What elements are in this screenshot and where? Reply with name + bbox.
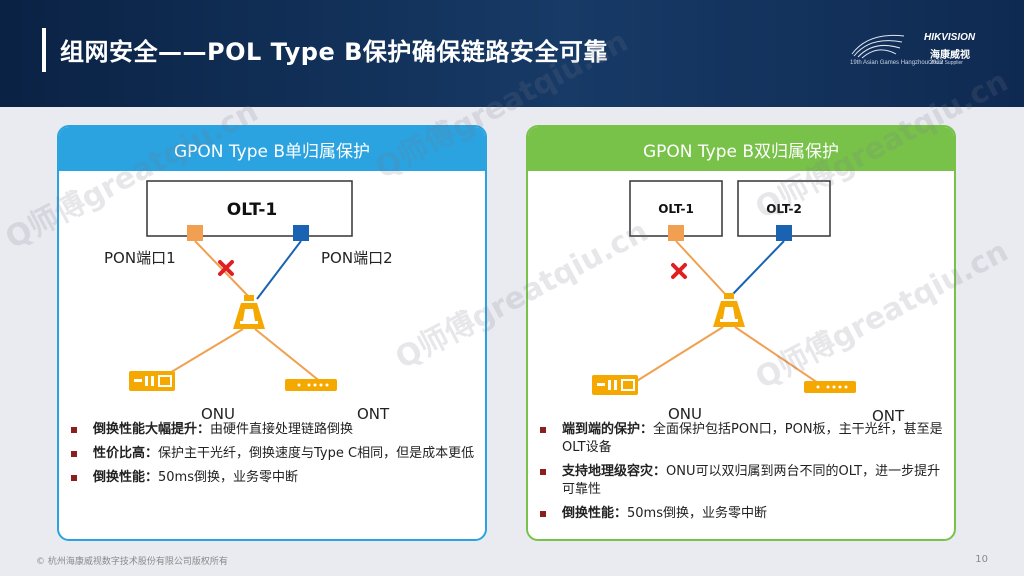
- olt-1-label: OLT-1: [658, 202, 694, 216]
- splitter-icon: [713, 293, 745, 327]
- bullet-square-icon: [71, 451, 77, 457]
- ont-label: ONT: [872, 407, 905, 425]
- olt-2-port: [776, 225, 792, 241]
- fault-cross-icon: [218, 260, 234, 276]
- onu-device-icon: [592, 375, 638, 395]
- list-item: 倒换性能：50ms倒换，业务零中断: [538, 505, 944, 523]
- list-item: 支持地理级容灾：ONU可以双归属到两台不同的OLT，进一步提升可靠性: [538, 463, 944, 499]
- olt-label: OLT-1: [227, 200, 277, 220]
- drop-fiber-onu: [623, 326, 724, 390]
- asian-games-emblem-icon: [851, 34, 905, 59]
- bullet-square-icon: [540, 511, 546, 517]
- fault-cross-icon: [671, 263, 687, 279]
- single-homing-bullets: 倒换性能大幅提升：由硬件直接处理链路倒换 性价比高：保护主干光纤，倒换速度与Ty…: [59, 421, 485, 493]
- olt-box: [146, 180, 353, 237]
- pon-port-2: [293, 225, 309, 241]
- fiber-backup: [731, 240, 785, 296]
- list-item: 性价比高：保护主干光纤，倒换速度与Type C相同，但是成本更低: [69, 445, 475, 463]
- bullet-square-icon: [71, 475, 77, 481]
- page-number: 10: [975, 554, 988, 565]
- logo-area: 19th Asian Games Hangzhou 2022 HIKVISION…: [848, 16, 988, 76]
- single-homing-panel: GPON Type B单归属保护 OLT-1 PON端口1 PON端口2: [57, 125, 487, 541]
- logo-event-text: 19th Asian Games Hangzhou 2022: [850, 60, 944, 66]
- pon-port-1: [187, 225, 203, 241]
- fiber-backup: [256, 240, 302, 300]
- drop-fiber-ont: [734, 326, 825, 388]
- page-title: 组网安全——POL Type B保护确保链路安全可靠: [60, 38, 608, 66]
- olt-2-label: OLT-2: [766, 202, 802, 216]
- onu-device-icon: [129, 371, 175, 391]
- splitter-icon: [233, 295, 265, 329]
- bullet-square-icon: [540, 469, 546, 475]
- drop-fiber-ont: [254, 328, 328, 388]
- dual-homing-heading: GPON Type B双归属保护: [528, 127, 954, 171]
- ont-label: ONT: [357, 405, 390, 423]
- dual-homing-bullets: 端到端的保护：全面保护包括PON口，PON板，主干光纤，甚至是OLT设备 支持地…: [528, 421, 954, 529]
- bullet-square-icon: [540, 427, 546, 433]
- pon-port-1-label: PON端口1: [104, 249, 176, 267]
- onu-label: ONU: [668, 405, 702, 423]
- list-item: 倒换性能：50ms倒换，业务零中断: [69, 469, 475, 487]
- bullet-square-icon: [71, 427, 77, 433]
- pon-port-2-label: PON端口2: [321, 249, 393, 267]
- dual-homing-diagram: OLT-1 OLT-2: [592, 180, 905, 425]
- onu-label: ONU: [201, 405, 235, 423]
- title-accent-bar: [42, 28, 46, 72]
- logo-sub-text: Official Supplier: [928, 60, 963, 66]
- header-banner: 组网安全——POL Type B保护确保链路安全可靠 19th Asian Ga…: [0, 0, 1024, 107]
- single-homing-heading: GPON Type B单归属保护: [59, 127, 485, 171]
- fiber-primary: [675, 240, 727, 296]
- hikvision-logo-cn: 海康威视: [930, 50, 970, 61]
- hikvision-logo: HIKVISION: [924, 32, 976, 43]
- olt-1-port: [668, 225, 684, 241]
- ont-device-icon: [285, 379, 337, 391]
- single-homing-diagram: OLT-1 PON端口1 PON端口2: [104, 180, 393, 423]
- list-item: 倒换性能大幅提升：由硬件直接处理链路倒换: [69, 421, 475, 439]
- ont-device-icon: [804, 381, 856, 393]
- list-item: 端到端的保护：全面保护包括PON口，PON板，主干光纤，甚至是OLT设备: [538, 421, 944, 457]
- copyright-footer: © 杭州海康威视数字技术股份有限公司版权所有: [36, 557, 228, 567]
- dual-homing-panel: GPON Type B双归属保护 OLT-1 OLT-2: [526, 125, 956, 541]
